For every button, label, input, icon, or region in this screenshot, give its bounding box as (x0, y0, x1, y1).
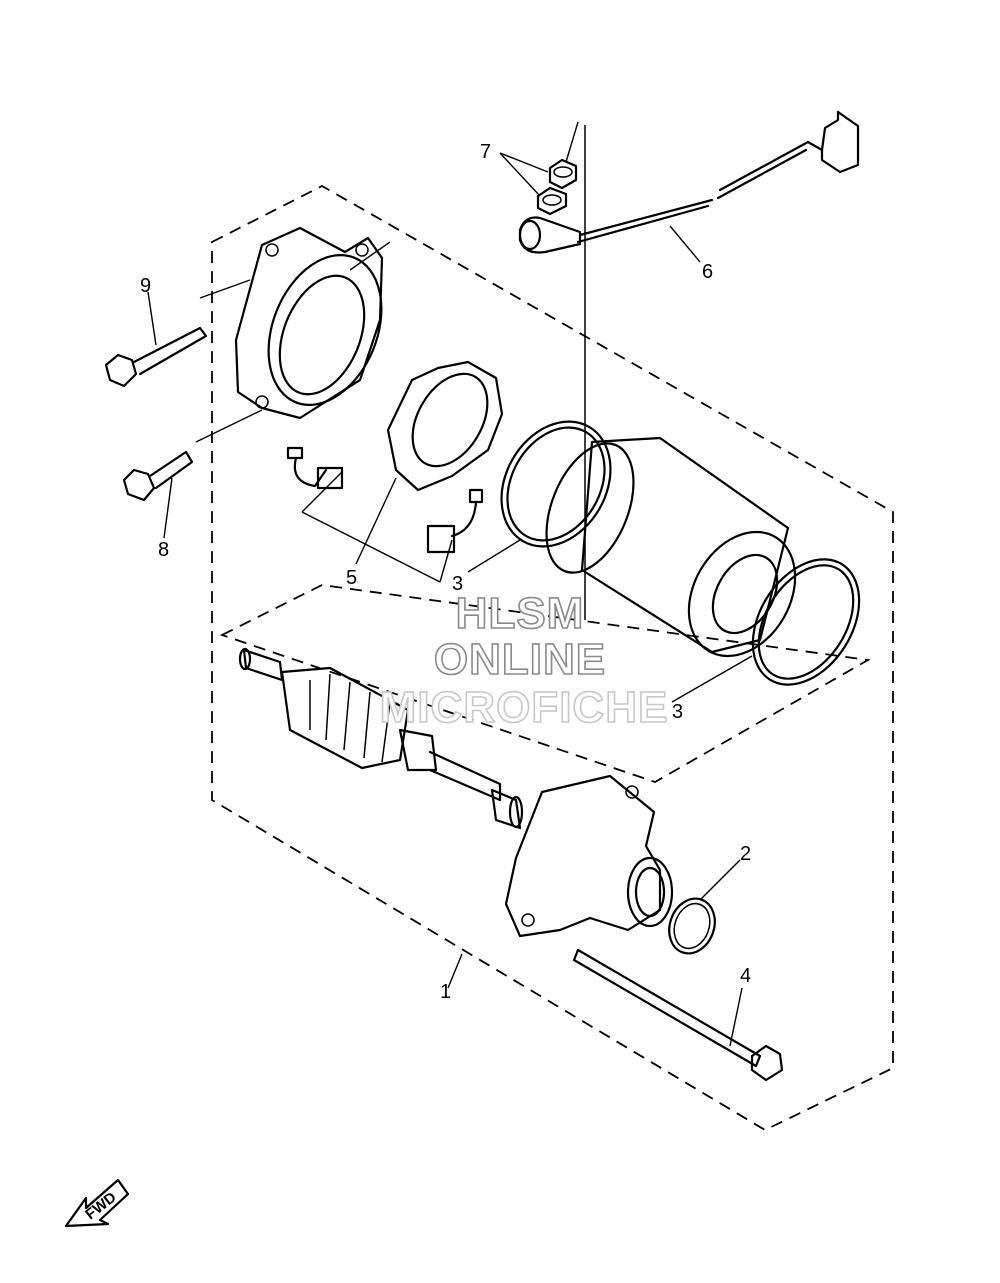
armature (238, 647, 524, 830)
o-ring-lower (751, 558, 861, 686)
bolt-8 (122, 450, 194, 502)
front-cover (504, 774, 674, 938)
o-ring-small (668, 897, 716, 955)
leader-lines (147, 121, 753, 1047)
assembly-boundary (211, 184, 894, 1132)
brushes (286, 446, 484, 554)
callout-9: 9 (140, 275, 151, 297)
armature-group-boundary (219, 584, 871, 783)
callout-7: 7 (480, 141, 491, 163)
o-ring-upper (500, 420, 612, 548)
forward-arrow-icon: FWD (64, 1178, 130, 1228)
callout-labels: 1 2 3 3 4 5 6 7 8 9 (140, 141, 751, 1003)
through-bolt (572, 948, 784, 1082)
brush-holder-plate (386, 360, 504, 492)
rear-cover (234, 226, 384, 420)
callout-8: 8 (158, 539, 169, 561)
callout-3a: 3 (452, 573, 463, 595)
starter-cable (518, 110, 860, 254)
callout-4: 4 (740, 965, 751, 987)
nuts (536, 158, 578, 216)
callout-5: 5 (346, 567, 357, 589)
callout-2: 2 (740, 843, 751, 865)
callout-1: 1 (440, 981, 451, 1003)
o-ring-small-inner (673, 902, 711, 950)
bolt-9 (104, 326, 208, 388)
watermark: HLSM ONLINE MICROFICHE (379, 588, 669, 733)
o-ring-lower-inner (757, 564, 855, 680)
callout-3b: 3 (672, 701, 683, 723)
watermark-line-3: MICROFICHE (380, 683, 669, 732)
callout-6: 6 (702, 261, 713, 283)
yoke (545, 436, 797, 658)
o-ring-upper-inner (506, 426, 606, 542)
watermark-line-1: HLSM (456, 589, 585, 638)
watermark-line-2: ONLINE (434, 635, 606, 684)
